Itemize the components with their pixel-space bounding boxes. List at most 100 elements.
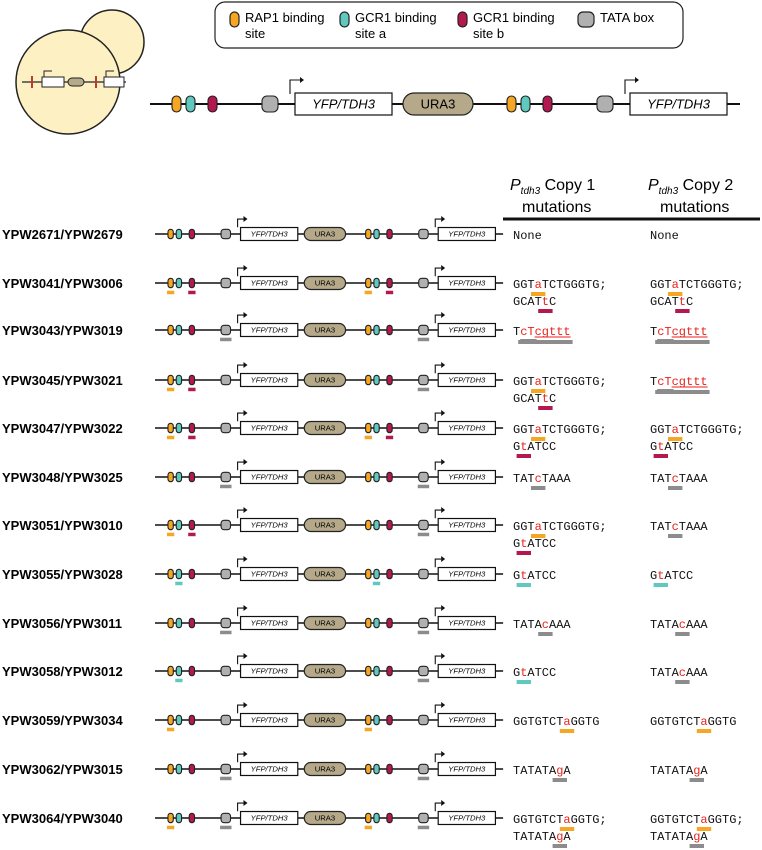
site-gcr1b-copy1	[188, 519, 196, 531]
sequence-text: GGT	[650, 278, 672, 292]
sequence-text: TATA	[650, 666, 680, 680]
site-gcr1a-copy2	[373, 277, 380, 289]
site-rap1-copy2	[365, 665, 372, 677]
sequence-text: AAA	[686, 618, 708, 632]
reporter-box	[239, 372, 299, 388]
arrow-head-icon	[243, 362, 248, 369]
site-underline-gcr1b	[675, 309, 690, 313]
sequence-text: TAT	[650, 520, 672, 534]
mutation-mark-gcr1a	[372, 581, 381, 586]
arrow-head-icon	[441, 362, 446, 369]
site-gcr1b-copy1	[188, 324, 196, 336]
sequence-text: G	[513, 666, 520, 680]
site-gcr1a-copy1	[175, 228, 183, 240]
mutation-mark-tata	[417, 825, 430, 830]
mutation-mark-tata	[417, 387, 430, 392]
mutation-mark-tata	[417, 776, 430, 781]
ura3-marker	[303, 615, 347, 631]
site-gcr1b-copy1	[188, 568, 196, 580]
tss-arrow	[434, 461, 442, 471]
ura3-marker	[303, 372, 347, 388]
reporter-box	[239, 322, 299, 338]
mutated-base: c	[535, 472, 542, 486]
reporter-label: YFP/TDH3	[448, 619, 486, 628]
site-underline-tata	[552, 844, 567, 848]
reporter-box	[239, 566, 299, 582]
reporter-box	[437, 663, 497, 679]
mutated-base: t	[542, 392, 549, 406]
sequence-text: GGT	[513, 278, 535, 292]
sequence-text: G	[650, 440, 657, 454]
mutated-base: cgttt	[672, 325, 708, 339]
tss-arrow	[289, 79, 300, 94]
site-rap1-copy1	[167, 665, 174, 677]
tata-box-copy1	[220, 812, 232, 824]
mutated-base: t	[520, 440, 527, 454]
tss-arrow	[237, 655, 244, 665]
mutated-base: t	[657, 569, 664, 583]
site-gcr1b-copy1	[188, 277, 196, 289]
site-gcr1a-copy2	[373, 519, 380, 531]
tss-arrow	[434, 509, 442, 519]
site-gcr1b-copy2	[386, 812, 393, 824]
site-underline-rap1	[668, 292, 683, 296]
reporter-label: YFP/TDH3	[251, 521, 289, 530]
ura3-marker	[303, 517, 347, 533]
reporter-label: YFP/TDH3	[448, 667, 486, 676]
tss-arrow	[237, 802, 244, 812]
arrow-head-icon	[243, 605, 248, 612]
sequence-text: A	[700, 830, 708, 844]
site-underline-rap1	[559, 729, 575, 733]
strain-name: YPW3055/YPW3028	[2, 567, 123, 582]
tss-arrow	[237, 364, 244, 374]
copy2-header-line2: mutations	[660, 199, 729, 216]
sequence-text: None	[513, 229, 542, 243]
site-gcr1b-copy1	[188, 665, 196, 677]
sequence-text: GCAT	[513, 392, 542, 406]
site-rap1-copy2	[365, 763, 372, 775]
site-underline-gcr1b	[516, 551, 531, 555]
mutated-base: a	[672, 278, 679, 292]
arrow-head-icon	[243, 556, 248, 563]
tss-arrow	[434, 607, 442, 617]
mutated-base: g	[693, 764, 700, 778]
site-underline-tata	[689, 778, 704, 782]
site-gcr1b-copy1	[188, 763, 196, 775]
site-gcr1b-copy2	[386, 277, 393, 289]
reporter-label: YFP/TDH3	[251, 814, 289, 823]
mutated-base: t	[520, 537, 527, 551]
site-gcr1b-copy1	[188, 422, 196, 434]
ura3-label: URA3	[315, 765, 335, 774]
sequence-text: GCAT	[513, 295, 542, 309]
ura3-marker	[303, 712, 347, 728]
ura3-label: URA3	[421, 97, 456, 112]
sequence-text: TAT	[650, 472, 672, 486]
ura3-marker	[303, 420, 347, 436]
sequence-text: A	[563, 764, 571, 778]
sequence-text: A	[563, 830, 571, 844]
site-rap1-copy2	[365, 228, 372, 240]
site-gcr1a-copy2	[373, 568, 380, 580]
tata-box-copy2	[418, 228, 429, 240]
mutation-mark-tata	[220, 630, 232, 635]
site-underline-rap1	[531, 534, 546, 538]
mutation-mark-tata	[220, 776, 232, 781]
ura3-marker	[303, 275, 347, 291]
sequence-text: TCTGGGTG;	[542, 423, 607, 437]
sequence-text: GCAT	[650, 295, 679, 309]
mutation-mark-tata	[417, 678, 430, 683]
tata-box-copy2	[418, 471, 429, 483]
arrow-head-icon	[441, 265, 446, 272]
mutated-base: a	[535, 375, 542, 389]
mutated-base: a	[535, 520, 542, 534]
tss-arrow	[434, 412, 442, 422]
tss-arrow	[624, 79, 635, 94]
